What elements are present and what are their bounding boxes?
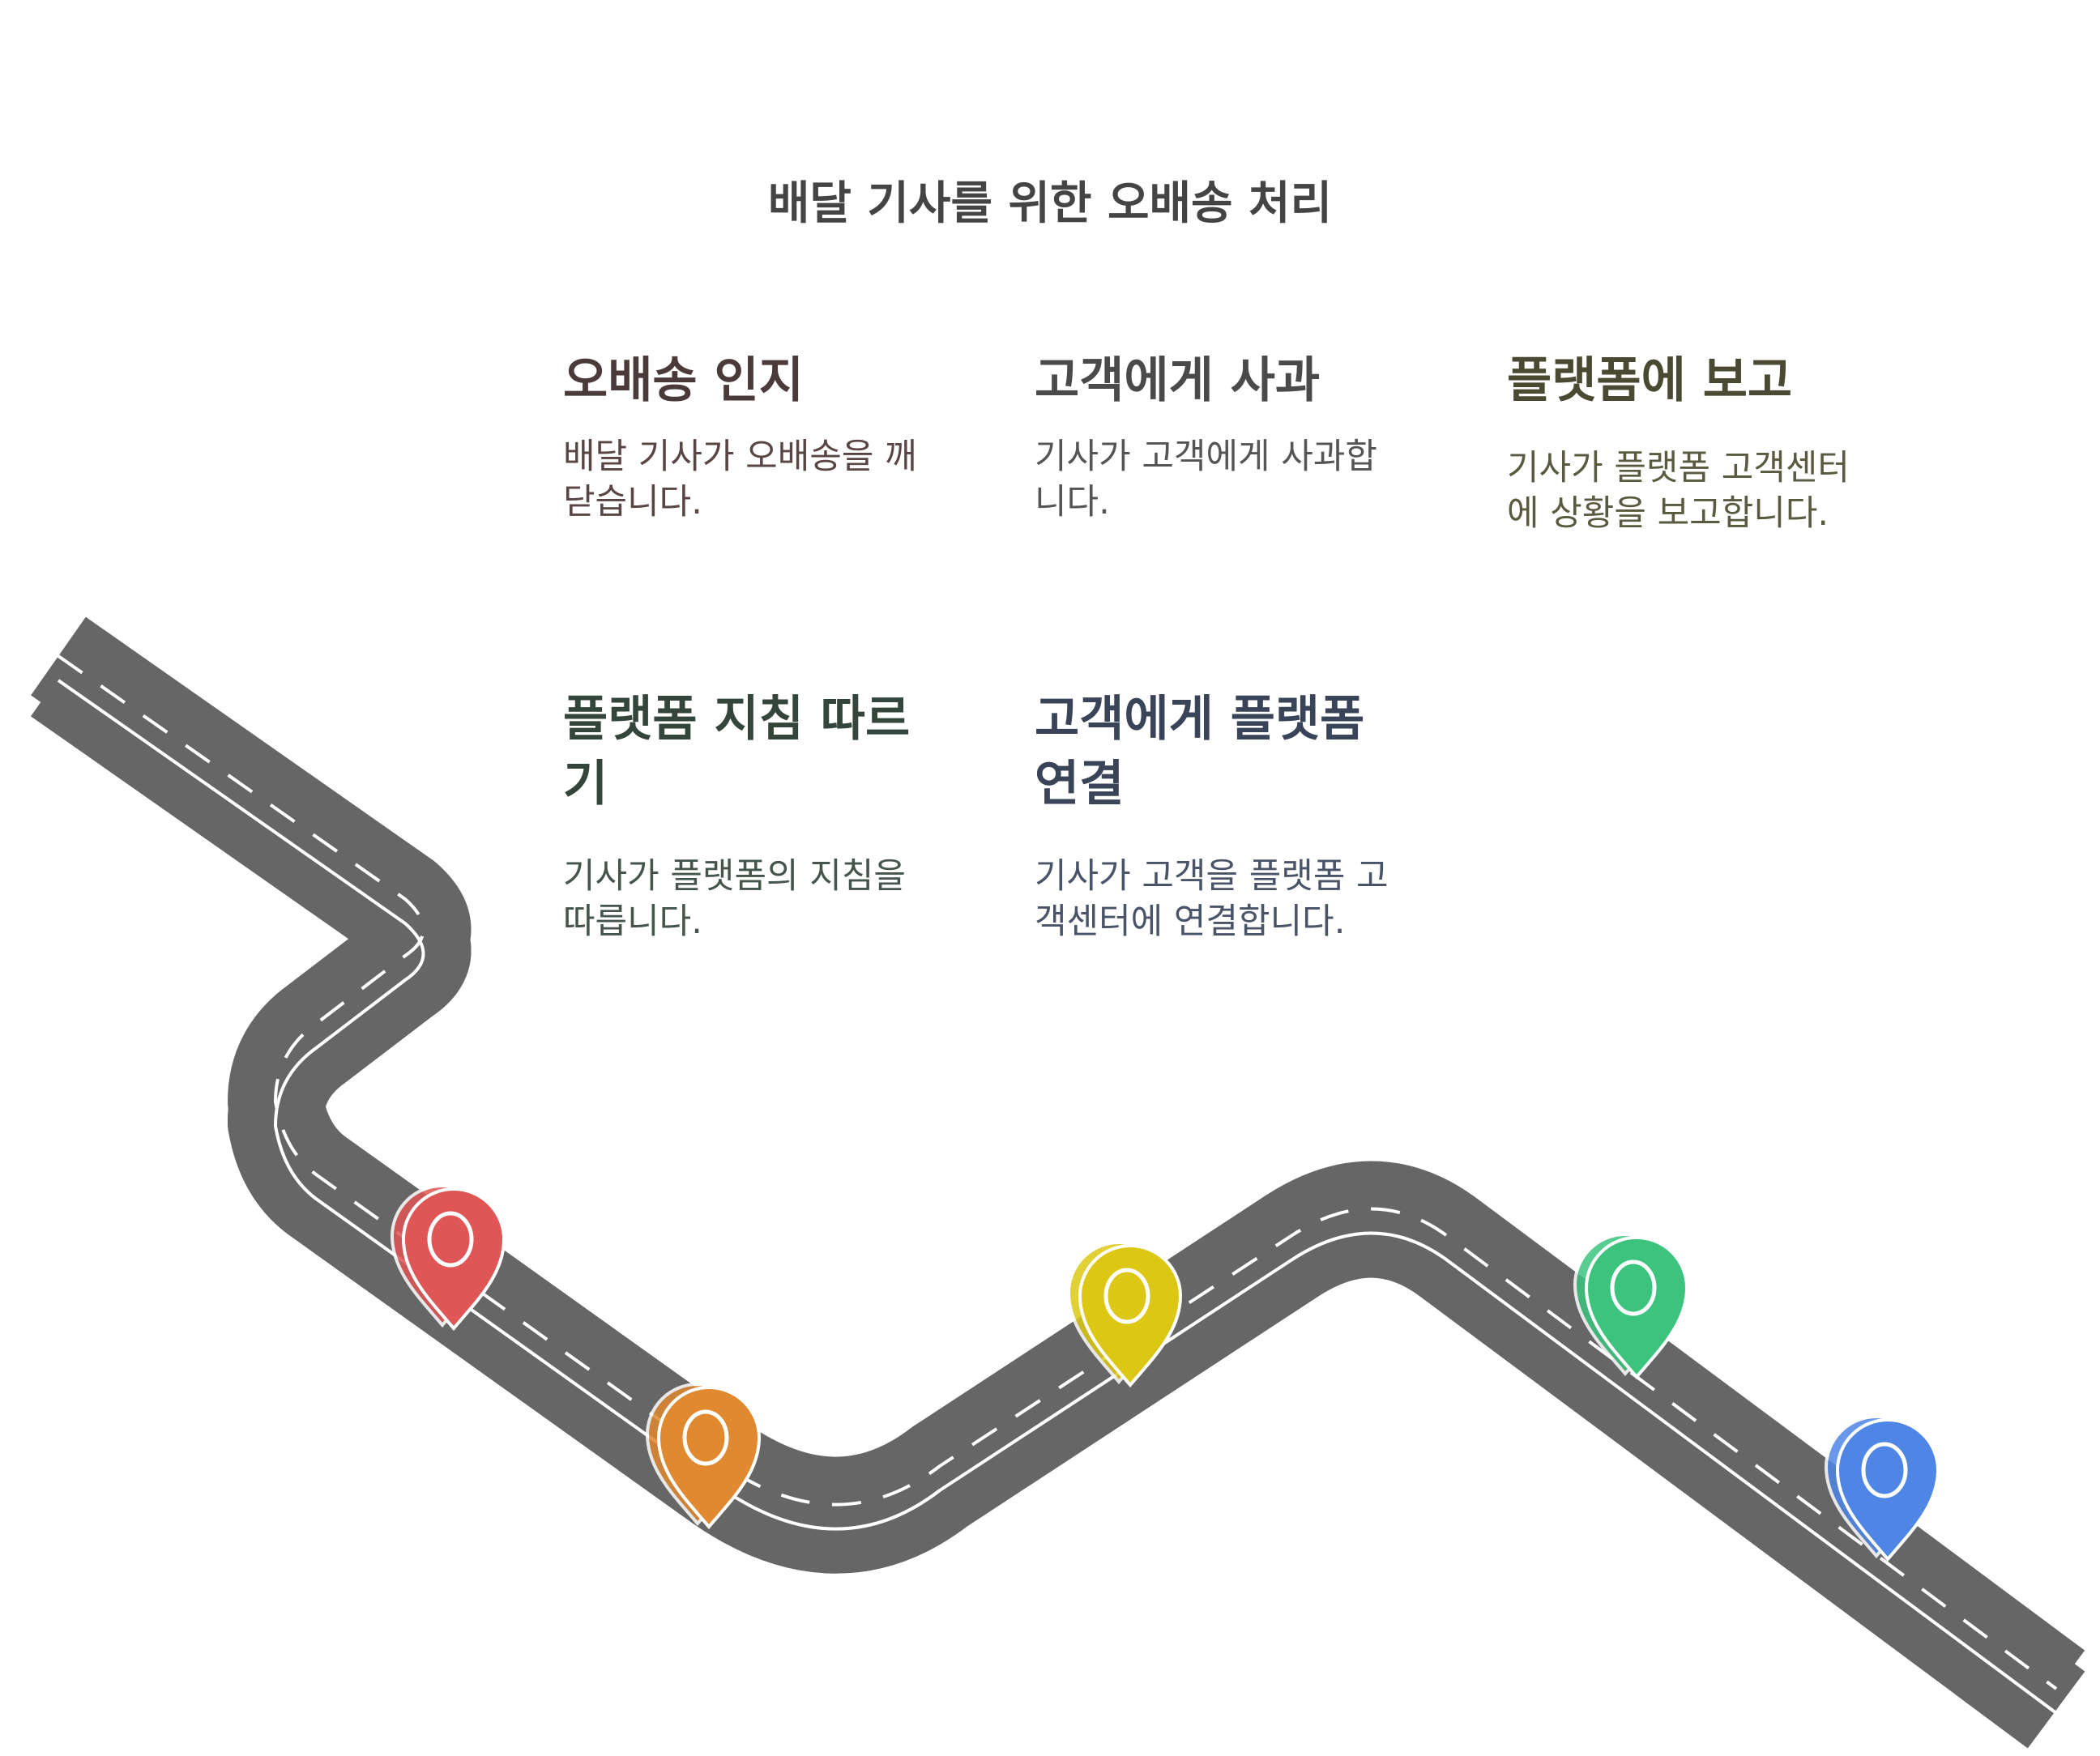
step-description: 기사가 플랫폼의 지침을 따릅니다. (563, 856, 906, 942)
location-pin-icon (645, 1383, 762, 1530)
step-card: 고객에게 사과 기사가 고객에게 사과합니다. (1035, 348, 1391, 525)
step-description: 기사가 고객을 플랫폼 고객센터에 연결합니다. (1035, 856, 1389, 942)
location-pin-icon (1573, 1233, 1689, 1380)
road-center-dash (57, 654, 2058, 1690)
step-description: 기사가 고객에게 사과합니다. (1035, 437, 1377, 522)
road-edge-line (57, 679, 2058, 1715)
step-description: 기사가 플랫폼 고객센터에 상황을 보고합니다. (1507, 448, 1850, 534)
location-pin-icon (1824, 1415, 1940, 1562)
step-card: 오배송 인지 배달 기사가 오배송을 깨닫습니다. (563, 348, 920, 525)
location-pin-icon (1066, 1241, 1183, 1388)
step-card: 고객에게 플랫폼 연결 기사가 고객을 플랫폼 고객센터에 연결합니다. (1035, 687, 1391, 944)
step-title: 고객에게 사과 (1035, 352, 1321, 409)
location-pins (390, 1184, 1940, 1562)
step-card: 플랫폼 지침 따르기 기사가 플랫폼의 지침을 따릅니다. (563, 687, 920, 944)
step-card: 플랫폼에 보고 기사가 플랫폼 고객센터에 상황을 보고합니다. (1507, 348, 1863, 536)
step-title: 플랫폼 지침 따르기 (563, 691, 911, 812)
step-description: 배달 기사가 오배송을 깨닫습니다. (563, 437, 917, 522)
step-title: 플랫폼에 보고 (1507, 352, 1793, 409)
winding-road (31, 616, 2085, 1749)
page-title: 배달 기사를 위한 오배송 처리 (767, 177, 1333, 230)
step-title: 고객에게 플랫폼 연결 (1035, 691, 1365, 812)
location-pin-icon (390, 1184, 506, 1332)
step-title: 오배송 인지 (563, 352, 804, 409)
